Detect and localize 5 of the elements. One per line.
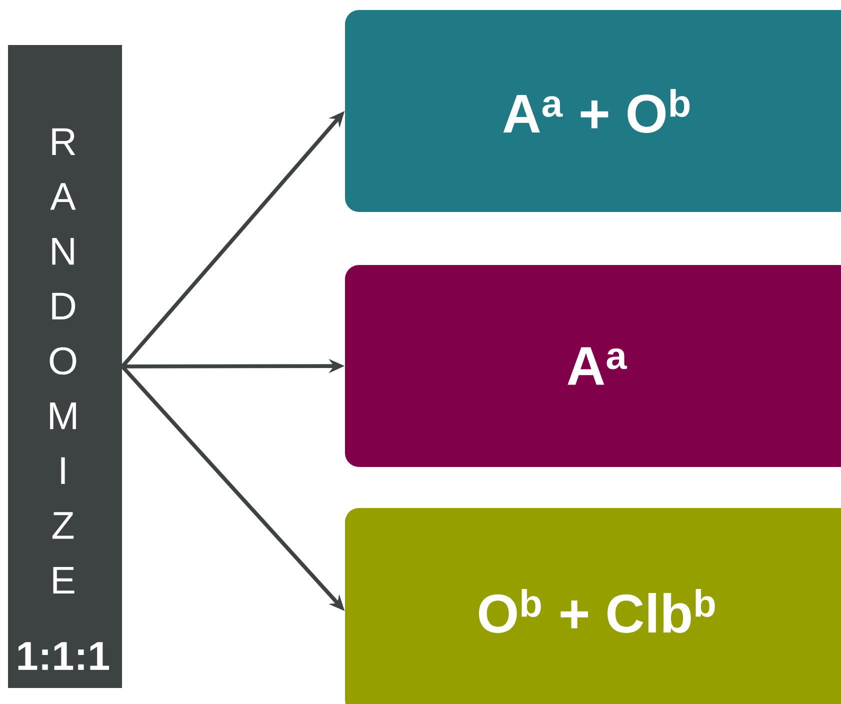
treatment-box: A$^{a}$ + O$^{b}$ (345, 10, 841, 212)
treatment-box: A$^{a}$ (345, 265, 841, 467)
treatment-box: O$^{b}$ + Clb$^{b}$ (345, 508, 841, 704)
ratio-label: 1:1:1 (18, 642, 110, 670)
vertical-label: R A N D O M I Z E (50, 128, 76, 594)
